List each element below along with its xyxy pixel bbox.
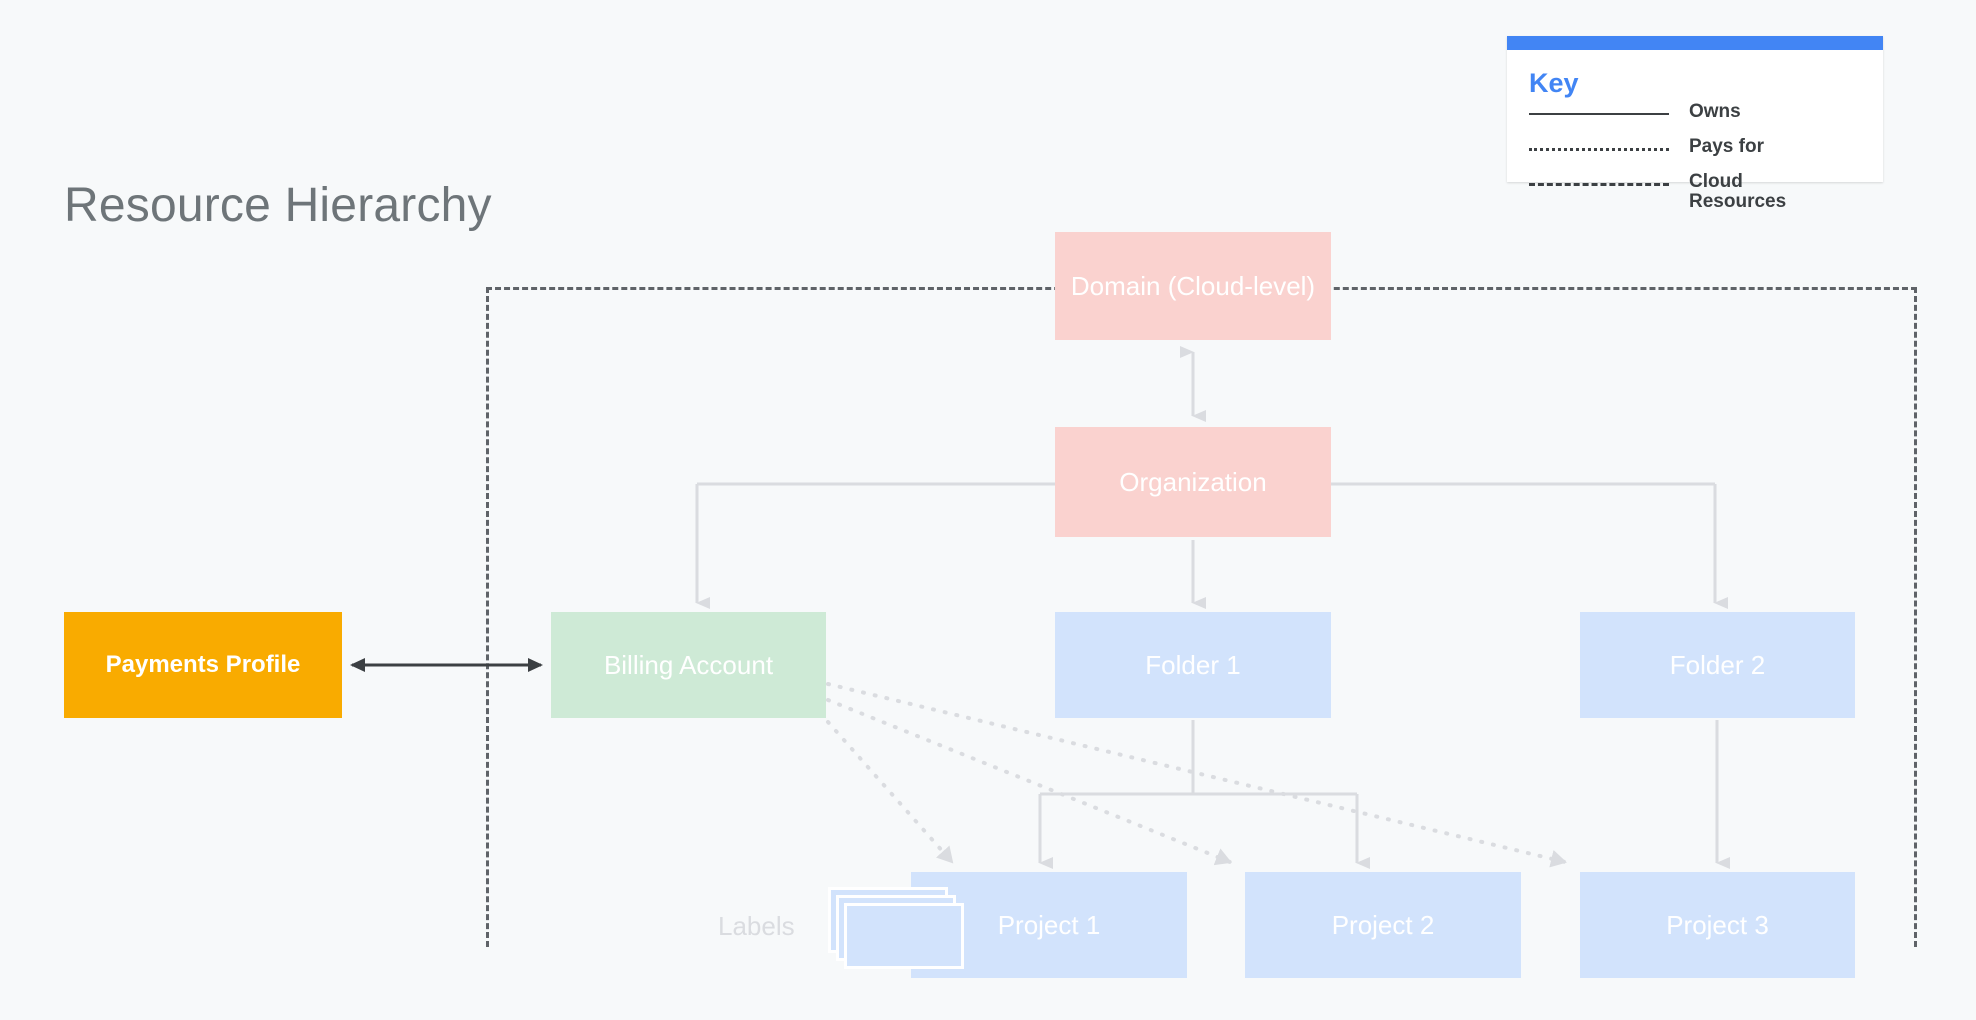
key-label-cloud-resources: Cloud Resources [1689, 171, 1787, 212]
node-project-2[interactable]: Project 2 [1245, 872, 1521, 978]
key-legend-card: Key Owns Pays for Cloud Resources [1507, 36, 1883, 211]
page-title: Resource Hierarchy [64, 179, 492, 232]
dotted-line-icon [1529, 137, 1669, 159]
key-row-cloud-resources: Cloud Resources [1529, 172, 1859, 211]
node-domain[interactable]: Domain (Cloud-level) [1055, 232, 1331, 340]
node-organization[interactable]: Organization [1055, 427, 1331, 537]
node-folder-1[interactable]: Folder 1 [1055, 612, 1331, 718]
key-row-pays-for: Pays for [1529, 137, 1859, 172]
label-sheet-front [844, 903, 964, 969]
key-body: Key Owns Pays for Cloud Resources [1507, 50, 1883, 211]
labels-stack-icon[interactable] [828, 887, 964, 971]
key-label-owns: Owns [1689, 101, 1741, 122]
node-billing-account[interactable]: Billing Account [551, 612, 826, 718]
dashed-line-icon [1529, 172, 1669, 194]
key-label-pays-for: Pays for [1689, 136, 1764, 157]
key-rows: Owns Pays for Cloud Resources [1529, 102, 1859, 211]
node-folder-2[interactable]: Folder 2 [1580, 612, 1855, 718]
node-payments-profile[interactable]: Payments Profile [64, 612, 342, 718]
key-heading: Key [1529, 68, 1579, 98]
key-accent-bar [1507, 36, 1883, 50]
node-project-3[interactable]: Project 3 [1580, 872, 1855, 978]
labels-caption: Labels [718, 911, 795, 941]
solid-line-icon [1529, 102, 1669, 124]
key-row-owns: Owns [1529, 102, 1859, 137]
